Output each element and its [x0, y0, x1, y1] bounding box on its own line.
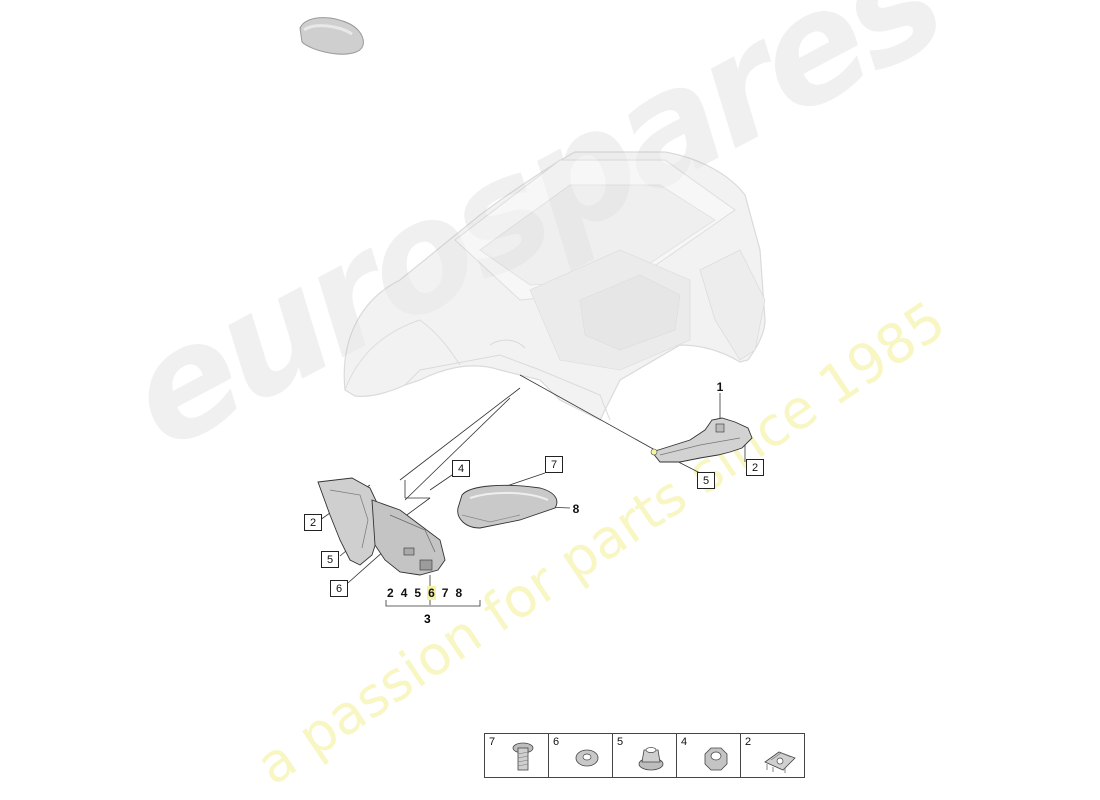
group-number-highlighted: 6 [427, 586, 436, 600]
hardware-number: 5 [617, 736, 624, 748]
callout-5-left: 5 [321, 551, 339, 568]
hardware-number: 2 [745, 736, 752, 748]
hardware-number: 6 [553, 736, 560, 748]
callout-2: 2 [746, 459, 764, 476]
callout-5: 5 [697, 472, 715, 489]
group-number: 2 [387, 586, 394, 600]
plug-part [299, 17, 364, 55]
hardware-cell: 2 [741, 734, 804, 777]
cover-part-8 [457, 484, 558, 529]
callout-2-left: 2 [304, 514, 322, 531]
callout-1: 1 [716, 379, 724, 394]
clip-nut-icon [764, 751, 796, 773]
vehicle-body [343, 151, 766, 421]
hardware-cell: 6 [549, 734, 613, 777]
hex-nut-icon [704, 747, 728, 771]
assembly-group-label: 3 [424, 612, 431, 626]
bracket-assembly-part-3 [317, 477, 446, 576]
washer-icon [575, 749, 599, 767]
group-number: 7 [441, 586, 449, 600]
bracket-part-1 [650, 417, 753, 463]
callout-7: 7 [545, 456, 563, 473]
callout-6: 6 [330, 580, 348, 597]
assembly-group-numbers: 2 4 5 6 7 8 [386, 586, 463, 600]
callout-4: 4 [452, 460, 470, 477]
bolt-icon [512, 742, 534, 771]
group-number: 8 [455, 586, 463, 600]
hardware-number: 4 [681, 736, 688, 748]
hardware-cell: 5 [613, 734, 677, 777]
group-number: 4 [400, 586, 408, 600]
callout-8: 8 [572, 501, 580, 516]
flange-nut-icon [638, 747, 664, 771]
group-number: 5 [414, 586, 422, 600]
hardware-number: 7 [489, 736, 496, 748]
hardware-cell: 4 [677, 734, 741, 777]
hardware-cell: 7 [485, 734, 549, 777]
hardware-strip: 7 6 5 4 [484, 733, 805, 778]
